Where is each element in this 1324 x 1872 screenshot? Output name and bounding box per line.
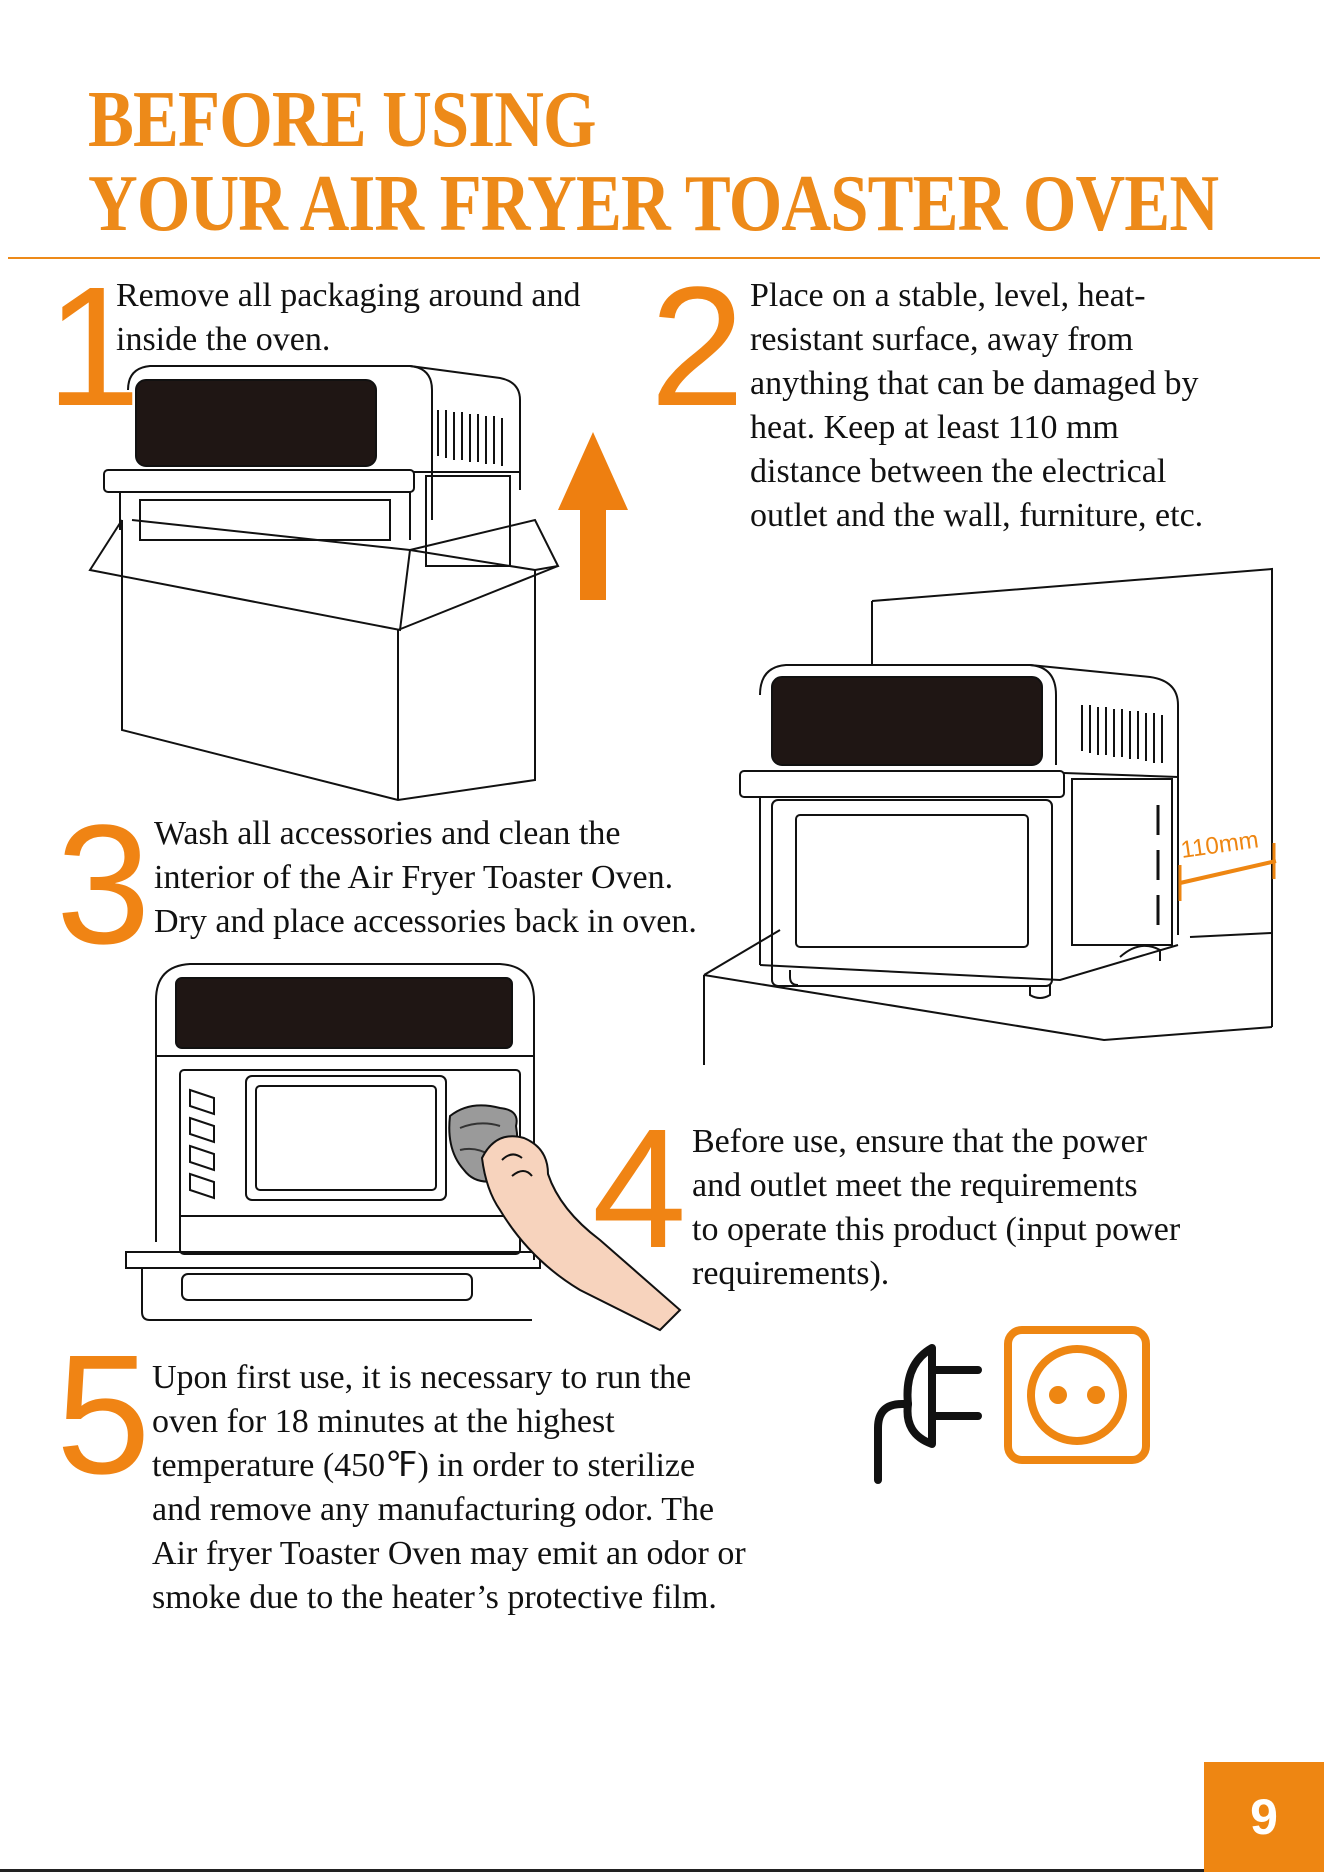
open-oven-cleaning-illustration bbox=[125, 963, 682, 1332]
page-title: BEFORE USING YOUR AIR FRYER TOASTER OVEN bbox=[88, 76, 1219, 248]
oven-in-box-illustration bbox=[88, 365, 560, 802]
title-line-1: BEFORE USING bbox=[88, 76, 597, 164]
step-1-text: Remove all packaging around and inside t… bbox=[116, 277, 581, 358]
step-3-number: 3 bbox=[56, 790, 151, 980]
step-2-text: Place on a stable, level, heat- resistan… bbox=[750, 277, 1204, 534]
step-1-number: 1 bbox=[46, 252, 141, 442]
step-5-number: 5 bbox=[56, 1320, 151, 1510]
step-2-number: 2 bbox=[650, 252, 745, 442]
page-number: 9 bbox=[1250, 1789, 1278, 1845]
oven-against-wall-illustration: 110mm bbox=[703, 567, 1277, 1065]
footer-rule bbox=[0, 1869, 1204, 1872]
distance-label: 110mm bbox=[1179, 826, 1260, 864]
step-4-number: 4 bbox=[592, 1094, 687, 1284]
title-line-2: YOUR AIR FRYER TOASTER OVEN bbox=[88, 160, 1219, 248]
step-4-text: Before use, ensure that the power and ou… bbox=[692, 1123, 1181, 1292]
page-number-box: 9 bbox=[1204, 1762, 1324, 1872]
socket-icon bbox=[1004, 1326, 1150, 1464]
step-5-text: Upon first use, it is necessary to run t… bbox=[152, 1359, 746, 1616]
up-arrow-icon bbox=[558, 432, 628, 600]
plug-icon bbox=[874, 1344, 982, 1484]
step-3-text: Wash all accessories and clean the inter… bbox=[154, 815, 697, 940]
title-divider bbox=[8, 257, 1320, 259]
